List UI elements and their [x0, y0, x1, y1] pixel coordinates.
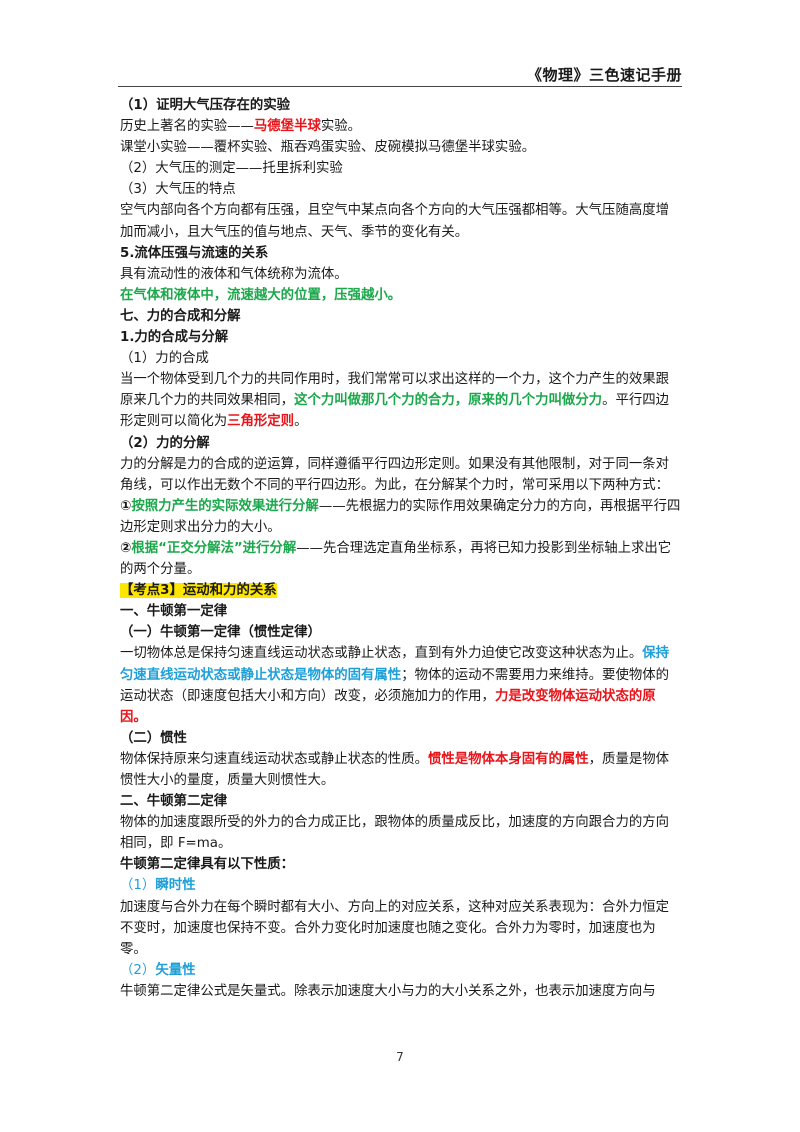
subheading-atm-measure: （2）大气压的测定——托里拆利实验: [120, 158, 682, 179]
highlight-blue: 瞬时性: [155, 878, 196, 894]
subheading-decomposition: （2）力的分解: [120, 433, 682, 454]
text: 5.流体压强与流速的关系: [120, 245, 269, 261]
text: 一、牛顿第一定律: [120, 604, 228, 620]
paragraph-instantaneity: 加速度与合外力在每个瞬时都有大小、方向上的对应关系，这种对应关系表现为：合外力恒…: [120, 897, 682, 960]
text: （1）: [120, 878, 156, 894]
text: 物体的加速度跟所受的外力的合力成正比，跟物体的质量成反比，加速度的方向跟合力的方…: [120, 815, 670, 852]
text: 物体保持原来匀速直线运动状态或静止状态的性质。: [120, 751, 428, 767]
subheading-vector: （2）矢量性: [120, 960, 682, 981]
text: 牛顿第二定律公式是矢量式。除表示加速度大小与力的大小关系之外，也表示加速度方向与: [120, 983, 656, 999]
text: 1.力的合成与分解: [120, 330, 229, 346]
paragraph-atm-features: 空气内部向各个方向都有压强，且空气中某点向各个方向的大气压强都相等。大气压随高度…: [120, 200, 682, 242]
paragraph-famous-experiment: 历史上著名的实验——马德堡半球实验。: [120, 116, 682, 137]
paragraph-newton-second: 物体的加速度跟所受的外力的合力成正比，跟物体的质量成反比，加速度的方向跟合力的方…: [120, 812, 682, 854]
highlight-green: 在气体和液体中，流速越大的位置，压强越小。: [120, 287, 402, 303]
highlight-red: 马德堡半球: [253, 119, 321, 135]
highlight-yellow: 【考点3】运动和力的关系: [120, 583, 277, 599]
paragraph-method-1: ①按照力产生的实际效果进行分解——先根据力的实际作用效果确定分力的方向，再根据平…: [120, 496, 682, 538]
text: 历史上著名的实验——: [120, 119, 254, 135]
text: （1）力的合成: [120, 351, 209, 367]
bullet-marker: ②: [120, 540, 132, 556]
highlight-blue: 矢量性: [155, 962, 196, 978]
heading-newton-first: 一、牛顿第一定律: [120, 601, 682, 622]
paragraph-fluid-rule: 在气体和液体中，流速越大的位置，压强越小。: [120, 285, 682, 306]
paragraph-composition: 当一个物体受到几个力的共同作用时，我们常常可以求出这样的一个力，这个力产生的效果…: [120, 369, 682, 432]
highlight-red: 惯性是物体本身固有的属性: [427, 751, 589, 767]
highlight-red: 力是改变物体运动状态的原因。: [120, 688, 656, 725]
highlight-blue: 保持匀速直线运动状态或静止状态是物体的固有属性: [120, 646, 670, 683]
text: 。: [294, 414, 308, 430]
text: （2）大气压的测定——托里拆利实验: [120, 161, 343, 177]
text: 当一个物体受到几个力的共同作用时，我们常常可以求出这样的一个力，这个力产生的效果…: [120, 372, 670, 409]
paragraph-newton-first: 一切物体总是保持匀速直线运动状态或静止状态，直到有外力迫使它改变这种状态为止。保…: [120, 643, 682, 727]
text: 力的分解是力的合成的逆运算，同样遵循平行四边形定则。如果没有其他限制，对于同一条…: [120, 456, 670, 493]
text: ——先根据力的实际作用效果确定分力的方向，再根据平行四边形定则求出分力的大小。: [120, 498, 681, 535]
highlight-green: 按照力产生的实际效果进行分解: [131, 498, 319, 514]
text: （2）: [120, 962, 156, 978]
text: （1）证明大气压存在的实验: [120, 98, 291, 113]
paragraph-vector: 牛顿第二定律公式是矢量式。除表示加速度大小与力的大小关系之外，也表示加速度方向与: [120, 981, 682, 1002]
text: 。平行四边形定则可以简化为: [120, 393, 670, 430]
paragraph-inertia: 物体保持原来匀速直线运动状态或静止状态的性质。惯性是物体本身固有的属性，质量是物…: [120, 749, 682, 791]
heading-newton-second: 二、牛顿第二定律: [120, 791, 682, 812]
text: （二）惯性: [120, 730, 187, 746]
heading-kaodian-3: 【考点3】运动和力的关系: [120, 580, 682, 601]
heading-atm-proof: （1）证明大气压存在的实验: [120, 95, 682, 116]
text: （3）大气压的特点: [120, 182, 236, 198]
text: 空气内部向各个方向都有压强，且空气中某点向各个方向的大气压强都相等。大气压随高度…: [120, 203, 670, 240]
text: 牛顿第二定律具有以下性质：: [120, 857, 295, 873]
header-title: 《物理》三色速记手册: [526, 66, 682, 84]
paragraph-fluid-definition: 具有流动性的液体和气体统称为流体。: [120, 264, 682, 285]
text: ——先合理选定直角坐标系，再将已知力投影到坐标轴上求出它的两个分量。: [120, 540, 672, 578]
highlight-green: 这个力叫做那几个力的合力，原来的几个力叫做分力: [294, 393, 603, 409]
text: ，质量是物体惯性大小的量度，质量大则惯性大。: [120, 751, 670, 788]
text: （2）力的分解: [120, 435, 210, 451]
text: ；物体的运动不需要用力来维持。要使物体的运动状态（即速度包括大小和方向）改变，必…: [120, 667, 670, 704]
bullet-marker: ①: [120, 498, 132, 514]
text: 具有流动性的液体和气体统称为流体。: [120, 266, 348, 282]
text: 一切物体总是保持匀速直线运动状态或静止状态，直到有外力迫使它改变这种状态为止。: [120, 646, 643, 662]
heading-section-7: 七、力的合成和分解: [120, 306, 682, 327]
page-number: 7: [396, 1050, 404, 1064]
highlight-green: 根据“正交分解法”进行分解: [131, 540, 297, 556]
document-body: （1）证明大气压存在的实验 历史上著名的实验——马德堡半球实验。 课堂小实验——…: [120, 95, 682, 1002]
text: 课堂小实验——覆杯实验、瓶吞鸡蛋实验、皮碗模拟马德堡半球实验。: [120, 140, 536, 156]
text: （一）牛顿第一定律（惯性定律）: [120, 625, 321, 641]
text: 实验。: [320, 119, 362, 135]
paragraph-method-2: ②根据“正交分解法”进行分解——先合理选定直角坐标系，再将已知力投影到坐标轴上求…: [120, 538, 682, 580]
subheading-atm-features: （3）大气压的特点: [120, 179, 682, 200]
heading-force-composition: 1.力的合成与分解: [120, 327, 682, 348]
heading-fluid-pressure: 5.流体压强与流速的关系: [120, 243, 682, 264]
highlight-red: 三角形定则: [227, 414, 295, 430]
text: 七、力的合成和分解: [120, 308, 241, 324]
header-rule: [118, 86, 682, 87]
paragraph-classroom-experiment: 课堂小实验——覆杯实验、瓶吞鸡蛋实验、皮碗模拟马德堡半球实验。: [120, 137, 682, 158]
subheading-composition: （1）力的合成: [120, 348, 682, 369]
heading-second-law-properties: 牛顿第二定律具有以下性质：: [120, 854, 682, 875]
text: 二、牛顿第二定律: [120, 794, 228, 810]
subheading-inertia: （二）惯性: [120, 728, 682, 749]
text: 加速度与合外力在每个瞬时都有大小、方向上的对应关系，这种对应关系表现为：合外力恒…: [120, 899, 670, 957]
subheading-instantaneity: （1）瞬时性: [120, 875, 682, 896]
subheading-newton-first-law: （一）牛顿第一定律（惯性定律）: [120, 622, 682, 643]
paragraph-decomposition: 力的分解是力的合成的逆运算，同样遵循平行四边形定则。如果没有其他限制，对于同一条…: [120, 454, 682, 496]
